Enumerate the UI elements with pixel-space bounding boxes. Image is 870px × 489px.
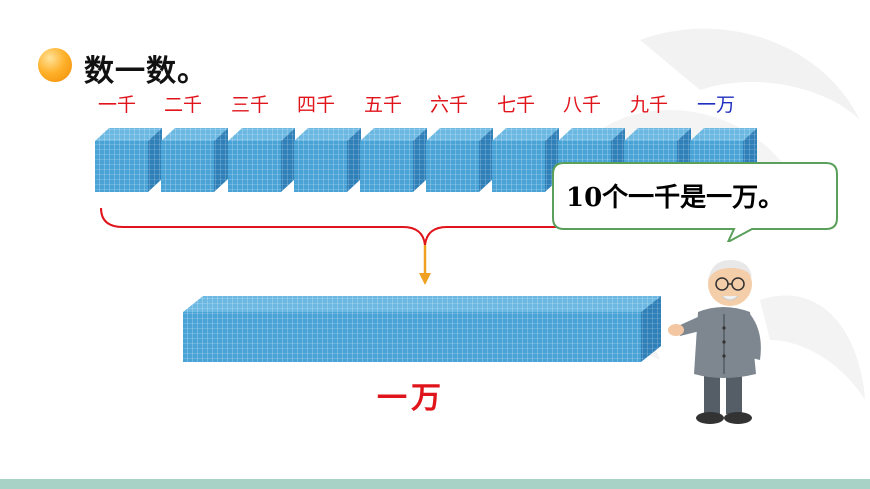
result-label: 一万	[377, 381, 445, 416]
thousand-cube-3	[228, 128, 295, 192]
ten-thousand-block	[183, 296, 661, 362]
footer-bar	[0, 479, 870, 489]
label-2: 二千	[164, 94, 203, 116]
speech-bubble-text: 10个一千是一万。	[566, 183, 785, 213]
label-10: 一万	[697, 94, 736, 116]
brace-arrow	[100, 207, 738, 285]
label-6: 六千	[430, 94, 469, 116]
label-5: 五千	[364, 94, 403, 116]
label-1: 一千	[98, 94, 137, 116]
label-4: 四千	[297, 94, 336, 116]
thousand-cube-2	[161, 128, 228, 192]
label-7: 七千	[497, 94, 536, 116]
label-3: 三千	[231, 94, 270, 116]
thousand-cube-7	[492, 128, 559, 192]
thousand-cube-6	[426, 128, 493, 192]
page-title: 数一数。	[84, 54, 208, 89]
thousand-cube-1	[95, 128, 162, 192]
thousand-cube-4	[294, 128, 361, 192]
grandpa-teacher-figure	[668, 260, 761, 424]
speech-bubble	[552, 162, 838, 242]
thousand-cube-5	[360, 128, 427, 192]
orange-bullet-icon	[38, 48, 72, 82]
label-8: 八千	[563, 94, 602, 116]
label-9: 九千	[630, 94, 669, 116]
